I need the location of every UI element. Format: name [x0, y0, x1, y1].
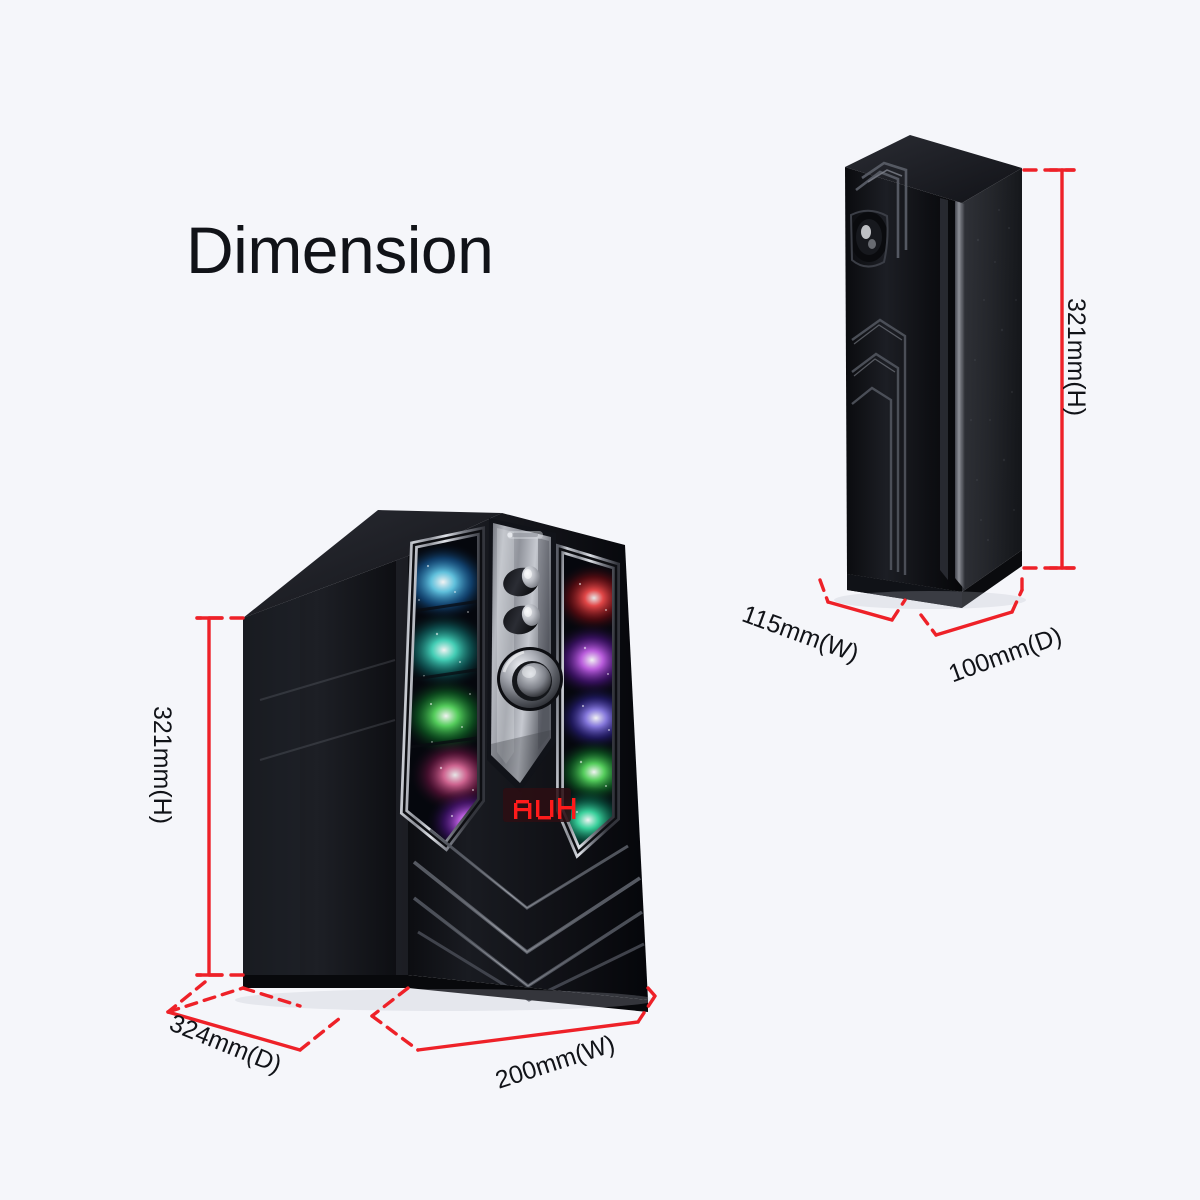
page-title: Dimension — [186, 213, 494, 287]
control-panel — [487, 518, 563, 792]
subwoofer-dimension-lines — [166, 616, 657, 1052]
brand-logo — [507, 531, 543, 539]
knob-lower[interactable] — [500, 602, 542, 638]
tweeter-driver — [849, 209, 889, 268]
volume-dial[interactable] — [497, 647, 563, 711]
satellite-dimension-lines — [818, 168, 1076, 637]
satellite-speaker-illustration — [834, 135, 1026, 609]
subwoofer-illustration — [235, 510, 655, 1012]
seven-segment-display — [503, 788, 576, 822]
front-vent-chevrons — [412, 828, 645, 1002]
led-window-left — [404, 531, 481, 846]
knob-upper[interactable] — [500, 564, 542, 600]
subwoofer-height-label: 321mm(H) — [148, 706, 176, 825]
satellite-height-label: 321mm(H) — [1062, 298, 1090, 417]
